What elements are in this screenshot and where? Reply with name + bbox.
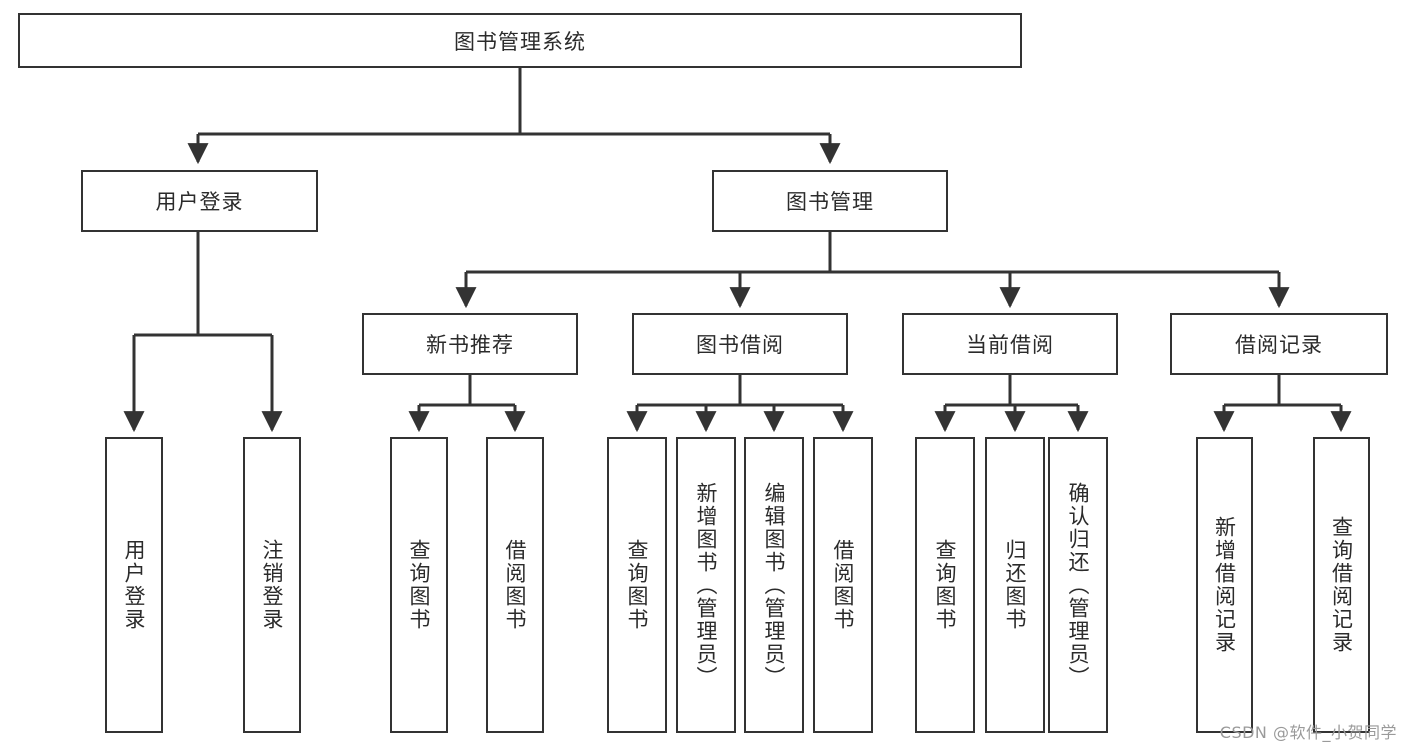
node-label: 借阅图书 — [503, 539, 528, 631]
node-book-manage[interactable]: 图书管理 — [712, 170, 948, 232]
node-label: 图书管理 — [786, 190, 874, 214]
node-label: 注销登录 — [260, 539, 285, 631]
node-leaf-add-record[interactable]: 新增借阅记录 — [1196, 437, 1253, 733]
node-label: 用户登录 — [155, 190, 244, 214]
node-leaf-confirm-return[interactable]: 确认归还（管理员） — [1048, 437, 1108, 733]
node-leaf-borrow-book-1[interactable]: 借阅图书 — [486, 437, 544, 733]
node-label: 用户登录 — [122, 539, 147, 631]
node-leaf-user-login[interactable]: 用户登录 — [105, 437, 163, 733]
node-label: 查询图书 — [625, 539, 650, 631]
node-leaf-query-record[interactable]: 查询借阅记录 — [1313, 437, 1370, 733]
node-current-borrow[interactable]: 当前借阅 — [902, 313, 1118, 375]
node-label: 借阅记录 — [1235, 333, 1323, 357]
node-label: 编辑图书（管理员） — [762, 481, 787, 689]
node-leaf-return-book[interactable]: 归还图书 — [985, 437, 1045, 733]
node-leaf-query-book-3[interactable]: 查询图书 — [915, 437, 975, 733]
node-new-book-recommend[interactable]: 新书推荐 — [362, 313, 578, 375]
node-label: 图书借阅 — [696, 333, 784, 357]
node-label: 新书推荐 — [426, 333, 514, 357]
node-label: 归还图书 — [1003, 539, 1028, 631]
node-label: 新增借阅记录 — [1212, 516, 1237, 654]
node-leaf-borrow-book-2[interactable]: 借阅图书 — [813, 437, 873, 733]
node-book-borrow[interactable]: 图书借阅 — [632, 313, 848, 375]
node-leaf-query-book-1[interactable]: 查询图书 — [390, 437, 448, 733]
node-label: 查询借阅记录 — [1329, 516, 1354, 654]
node-leaf-logout-login[interactable]: 注销登录 — [243, 437, 301, 733]
node-leaf-query-book-2[interactable]: 查询图书 — [607, 437, 667, 733]
node-label: 查询图书 — [933, 539, 958, 631]
node-user-login[interactable]: 用户登录 — [81, 170, 318, 232]
node-leaf-add-book[interactable]: 新增图书（管理员） — [676, 437, 736, 733]
node-root-system[interactable]: 图书管理系统 — [18, 13, 1022, 68]
node-leaf-edit-book[interactable]: 编辑图书（管理员） — [744, 437, 804, 733]
node-label: 图书管理系统 — [454, 29, 586, 54]
node-label: 确认归还（管理员） — [1066, 481, 1091, 689]
node-borrow-record[interactable]: 借阅记录 — [1170, 313, 1388, 375]
node-label: 新增图书（管理员） — [694, 481, 719, 689]
node-label: 借阅图书 — [831, 539, 856, 631]
node-label: 查询图书 — [407, 539, 432, 631]
node-label: 当前借阅 — [966, 333, 1054, 357]
